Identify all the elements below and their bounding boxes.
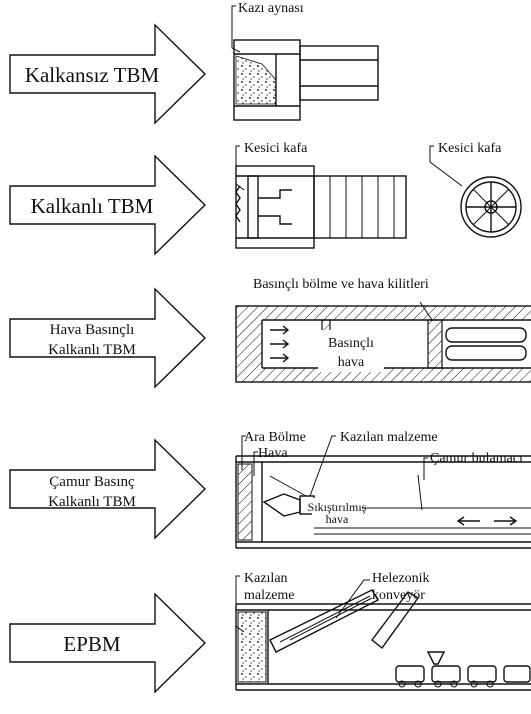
arrow-label: Kalkanlı TBM — [31, 194, 154, 218]
arrow-label: EPBM — [63, 632, 121, 656]
row-epbm: EPBM Kazılan — [10, 571, 531, 692]
arrow-label-line1: Çamur Basınç — [49, 474, 135, 490]
callout-excavated-line1: Kazılan — [244, 571, 288, 586]
callout-excavated-line2: malzeme — [244, 588, 295, 603]
arrow-label-line2: Kalkanlı TBM — [48, 494, 136, 510]
callout-excavated-material: Kazılan malzeme — [340, 430, 438, 445]
callout-cutter-head-front: Kesici kafa — [438, 141, 502, 156]
inner-label-line1: Basınçlı — [328, 336, 374, 351]
row-slurry-tbm: Çamur Basınç Kalkanlı TBM Sıkıştırıl — [10, 430, 531, 548]
inner-label-line2: hava — [338, 355, 365, 370]
callout-cutter-head-side: Kesici kafa — [244, 141, 308, 156]
arrow-label: Kalkansız TBM — [25, 63, 160, 87]
callout-partition: Ara Bölme — [244, 430, 306, 445]
row-unshielded-tbm: Kalkansız TBM Kazı aynası — [10, 1, 378, 123]
unshielded-tbm-drawing — [232, 6, 378, 120]
callout-screw-conveyor-line2: konveyör — [372, 588, 425, 603]
cutter-head-front-view — [430, 146, 521, 237]
arrow-label-line1: Hava Basınçlı — [50, 322, 135, 338]
callout-slurry: Çamur bulamacı — [430, 451, 523, 466]
shielded-tbm-drawing — [236, 146, 406, 248]
inner-label-line2: hava — [326, 512, 349, 526]
callout-screw-conveyor-line1: Helezonik — [372, 571, 430, 586]
arrow-shape — [10, 289, 205, 387]
row-compressed-air-tbm: Hava Basınçlı Kalkanlı TBM Basınçlı hava… — [10, 277, 531, 387]
callout-pressure-chamber: Basınçlı bölme ve hava kilitleri — [253, 277, 429, 292]
row-shielded-tbm: Kalkanlı TBM Kesici kafa — [10, 141, 521, 254]
callout-face: Kazı aynası — [238, 1, 304, 16]
arrow-label-line2: Kalkanlı TBM — [48, 342, 136, 358]
callout-air: Hava — [258, 446, 288, 461]
